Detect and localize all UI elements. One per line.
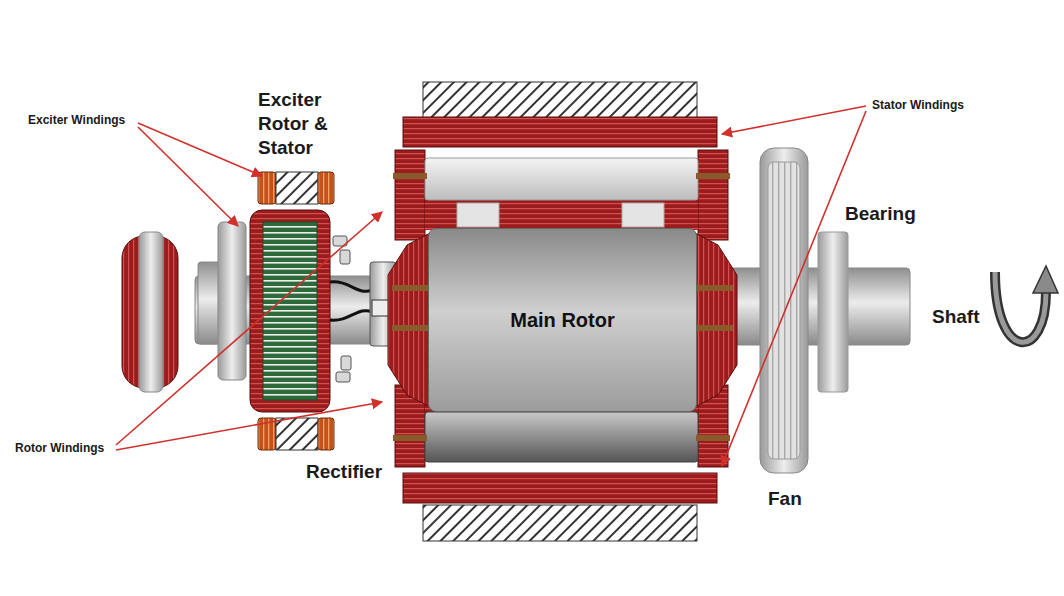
exciter-disk — [218, 222, 246, 380]
stator-winding — [403, 473, 717, 503]
leader-line — [116, 212, 382, 445]
part-label: Bearing — [845, 203, 916, 225]
stator-housing — [423, 505, 697, 541]
stator-housing — [423, 82, 697, 118]
pole-shoe — [425, 412, 698, 462]
exciter-stator-winding — [258, 172, 276, 204]
rotor-winding — [693, 232, 737, 408]
part-label: Exciter Rotor & Stator — [258, 88, 353, 160]
rod — [393, 173, 427, 179]
rotor-winding — [388, 232, 432, 408]
exciter-stator-winding — [318, 172, 334, 204]
field-coil — [425, 200, 698, 230]
exciter-stator-core — [276, 418, 318, 450]
leader-line — [138, 127, 238, 226]
leader-line — [138, 123, 262, 176]
part-label: Exciter Windings — [28, 113, 125, 127]
part-label: Stator Windings — [872, 98, 964, 112]
rod — [393, 435, 427, 441]
rectifier-wire — [330, 282, 372, 292]
rod — [696, 435, 730, 441]
stator-winding — [403, 117, 717, 147]
bearing — [818, 232, 848, 392]
pole-spacer — [457, 203, 499, 227]
exciter-stator-winding — [318, 418, 334, 450]
rod — [392, 325, 432, 331]
fan-blades — [768, 162, 800, 459]
exciter-disk — [139, 232, 163, 392]
rod — [392, 285, 432, 291]
rectifier-diode — [340, 250, 350, 264]
rod — [693, 325, 733, 331]
leader-line — [722, 106, 866, 134]
fan — [760, 148, 808, 473]
rectifier-diode — [341, 356, 351, 370]
field-coil — [395, 150, 425, 240]
leader-line — [116, 402, 382, 450]
exciter-rotor-core — [263, 222, 317, 400]
rectifier-wire — [330, 311, 372, 321]
pole-shoe — [425, 158, 698, 200]
part-label: Rotor Windings — [15, 441, 104, 455]
part-label: Rectifier — [306, 461, 382, 483]
rod — [696, 173, 730, 179]
part-name: Main Rotor — [510, 309, 614, 332]
part-label: Shaft — [932, 306, 980, 328]
field-coil — [698, 150, 728, 240]
rectifier-diode — [336, 372, 350, 382]
exciter-rotor-winding — [250, 210, 330, 412]
rotor-core: Main Rotor — [428, 228, 697, 412]
pole-spacer — [622, 203, 664, 227]
exciter-stator-core — [276, 172, 318, 204]
leader-line — [722, 111, 866, 466]
rotation-arrow-head — [1033, 266, 1058, 293]
rod — [693, 285, 733, 291]
part-label: Fan — [768, 488, 802, 510]
